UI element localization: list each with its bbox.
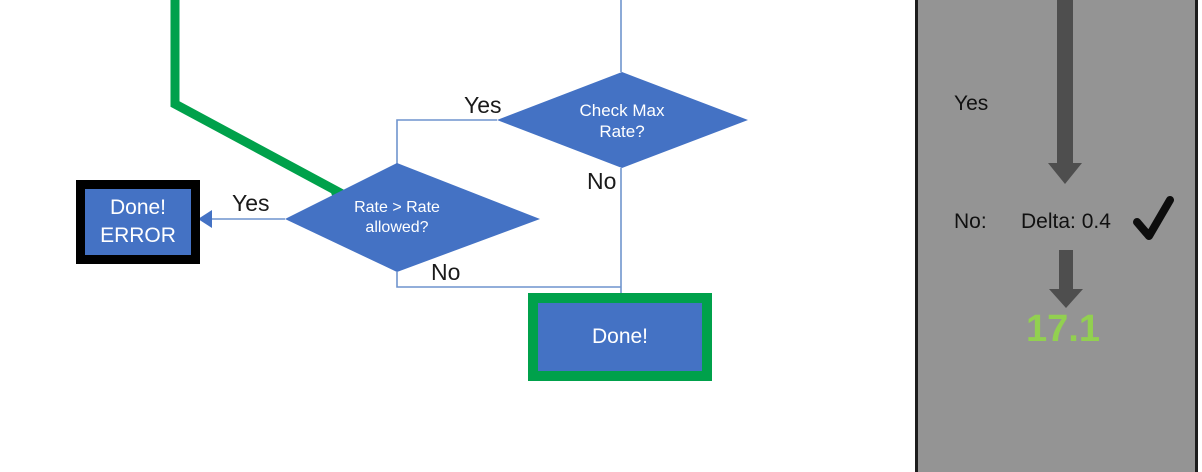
node-rate-gt-rate-allowed[interactable]: [285, 163, 540, 272]
green-path-line: [170, 0, 349, 200]
panel-arrows: [1048, 0, 1174, 308]
node-done-label: Done!: [591, 324, 649, 348]
connector-check-max-rate-yes: [396, 119, 497, 164]
flowchart-canvas: [170, 0, 748, 296]
panel-no-label: No:: [954, 210, 987, 233]
node-done-error-label: Done! ERROR: [100, 195, 176, 247]
panel-yes-label: Yes: [954, 92, 989, 115]
check-mark-icon: [1133, 196, 1174, 240]
arrowhead-rate-allowed-yes: [198, 210, 212, 228]
down-arrow-short: [1049, 250, 1083, 308]
node-done[interactable]: Done!: [528, 293, 712, 381]
node-done-error[interactable]: Done! ERROR: [76, 180, 200, 264]
green-highlight-path: [170, 0, 355, 212]
edge-label-yes-check-max-rate: Yes: [464, 92, 502, 118]
panel-delta-value: Delta: 0.4: [1021, 210, 1111, 233]
edge-label-no-check-max-rate: No: [587, 168, 617, 194]
node-check-max-rate[interactable]: [497, 72, 748, 168]
edge-label-yes-rate-allowed: Yes: [232, 190, 270, 216]
connector-rate-allowed-no: [396, 272, 621, 288]
down-arrow-long: [1048, 0, 1082, 184]
flowchart-connectors: [204, 0, 622, 296]
gray-side-panel: Yes No: Delta: 0.4 17.1: [915, 0, 1198, 472]
edge-label-no-rate-allowed: No: [431, 259, 461, 285]
panel-result-value: 17.1: [1026, 308, 1100, 350]
